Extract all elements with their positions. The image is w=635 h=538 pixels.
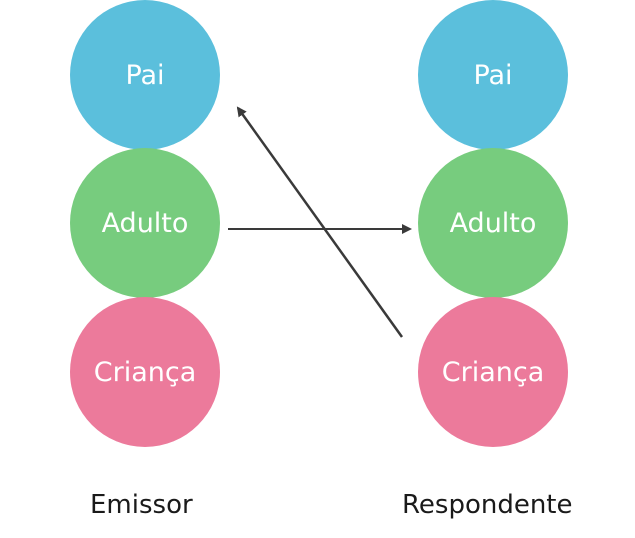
emitter-child-circle: Criança	[70, 297, 220, 447]
respondent-adult-circle: Adulto	[418, 148, 568, 298]
emitter-adult-label: Adulto	[101, 207, 189, 239]
respondent-caption: Respondente	[402, 490, 573, 520]
emitter-caption: Emissor	[90, 490, 193, 520]
emitter-parent-label: Pai	[125, 59, 165, 91]
emitter-adult-circle: Adulto	[70, 148, 220, 298]
respondent-child-label: Criança	[441, 356, 545, 388]
respondent-child-circle: Criança	[418, 297, 568, 447]
child-to-parent-arrow	[236, 106, 404, 338]
respondent-adult-label: Adulto	[449, 207, 537, 239]
emitter-child-label: Criança	[93, 356, 197, 388]
respondent-parent-circle: Pai	[418, 0, 568, 150]
respondent-parent-label: Pai	[473, 59, 513, 91]
emitter-parent-circle: Pai	[70, 0, 220, 150]
